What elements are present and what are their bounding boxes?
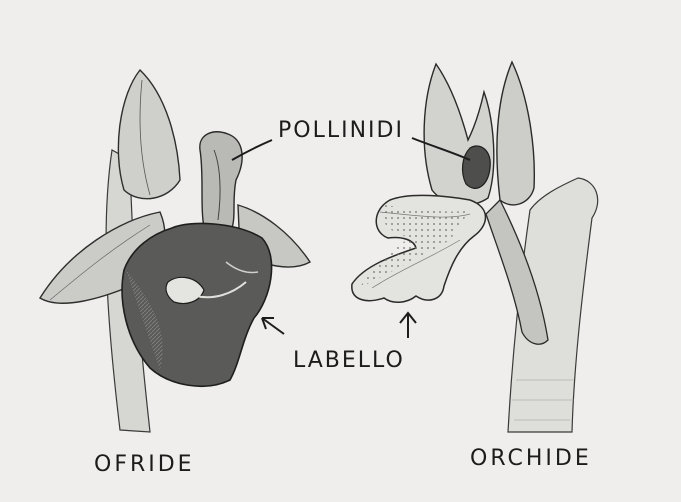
- ofride-caption: OFRIDE: [94, 452, 195, 477]
- labello-label: LABELLO: [293, 348, 405, 373]
- pollinidi-label: POLLINIDI: [278, 118, 404, 143]
- orchide-column: [463, 146, 491, 188]
- orchide-caption: ORCHIDE: [470, 446, 592, 471]
